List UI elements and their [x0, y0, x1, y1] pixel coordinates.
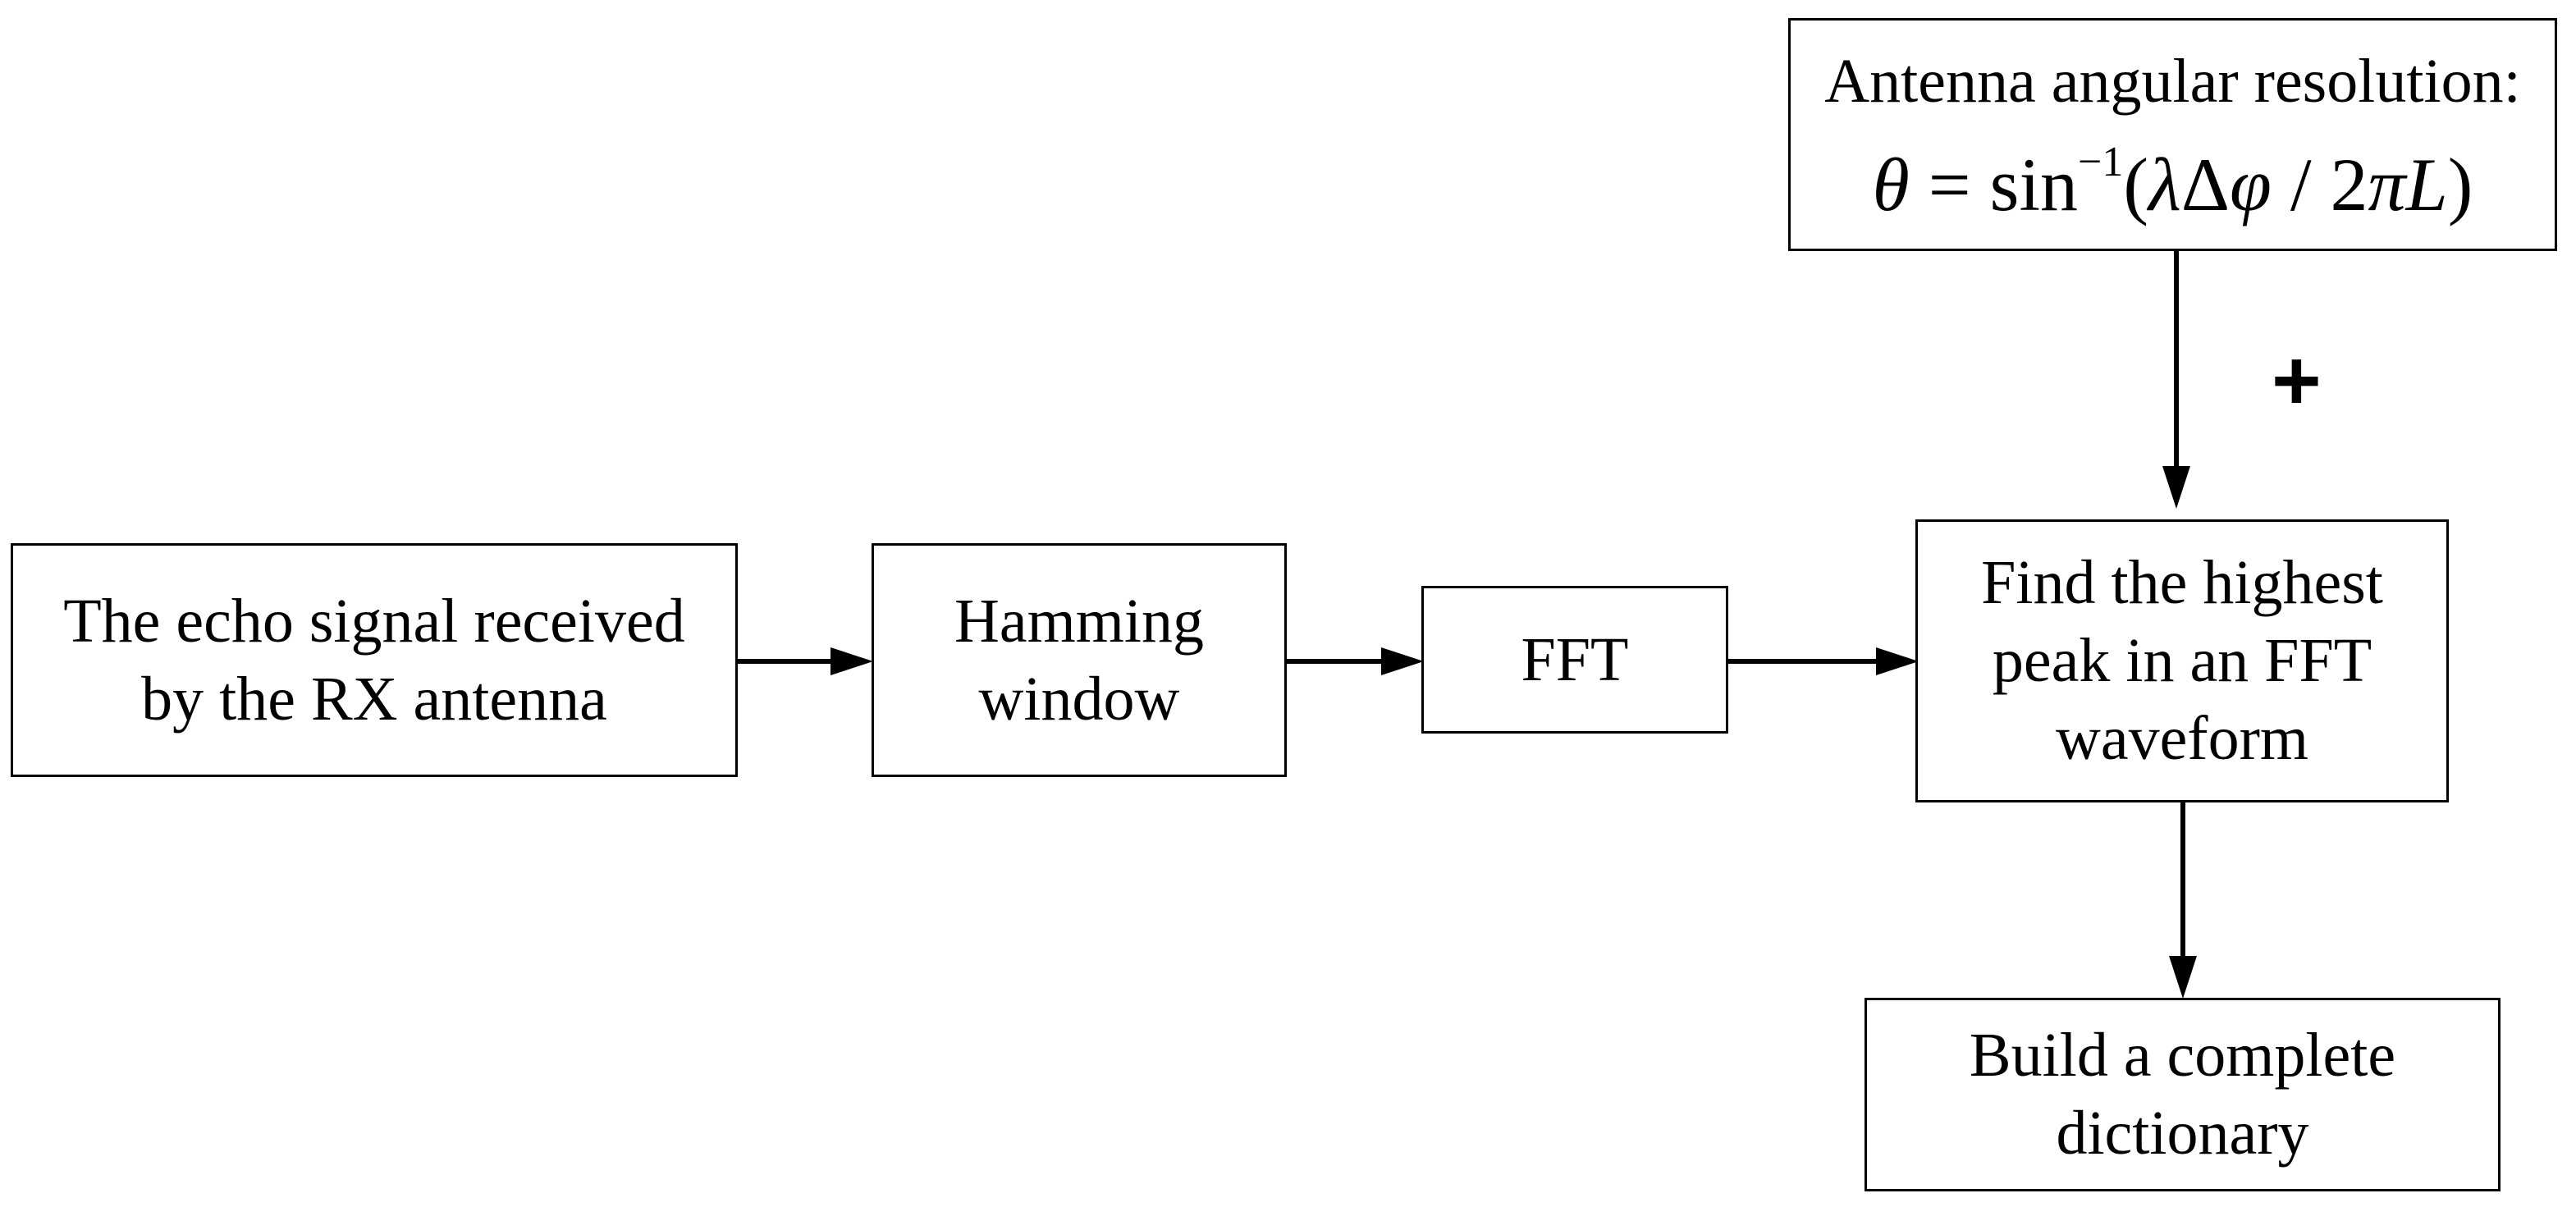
find-peak-line-1: Find the highest: [1981, 548, 2383, 617]
arrow-peak-to-dictionary: [2169, 802, 2197, 999]
angular-resolution-title: Antenna angular resolution:: [1824, 46, 2521, 116]
echo-signal-box: The echo signal received by the RX anten…: [11, 543, 738, 777]
formula-lambda: λ: [2148, 142, 2181, 226]
formula-equals-sin: = sin: [1909, 142, 2079, 226]
hamming-window-line-2: window: [978, 664, 1180, 734]
find-peak-line-3: waveform: [2055, 704, 2309, 773]
angular-resolution-box: Antenna angular resolution: θ = sin−1(λΔ…: [1788, 18, 2557, 251]
echo-signal-line-2: by the RX antenna: [141, 664, 607, 734]
build-dictionary-line-1: Build a complete: [1969, 1021, 2396, 1090]
formula-phi: φ: [2230, 142, 2272, 226]
arrow-resolution-to-peak: [2162, 249, 2190, 509]
plus-sign: +: [2272, 333, 2322, 428]
fft-label: FFT: [1521, 624, 1629, 694]
build-dictionary-box: Build a complete dictionary: [1865, 998, 2501, 1191]
find-peak-box: Find the highest peak in an FFT waveform: [1915, 519, 2449, 802]
angular-resolution-formula: θ = sin−1(λΔφ / 2πL): [1873, 139, 2473, 226]
arrow-echo-to-hamming: [737, 647, 873, 675]
hamming-window-box: Hamming window: [872, 543, 1287, 777]
arrow-fft-to-peak: [1727, 647, 1919, 675]
build-dictionary-line-2: dictionary: [2056, 1099, 2309, 1168]
hamming-window-line-1: Hamming: [954, 586, 1204, 656]
formula-open-paren: (: [2123, 142, 2148, 226]
formula-pi: π: [2368, 142, 2406, 226]
formula-exponent: −1: [2078, 138, 2124, 185]
formula-slash-two: / 2: [2271, 142, 2368, 226]
formula-delta: Δ: [2180, 142, 2231, 226]
formula-theta: θ: [1872, 142, 1910, 226]
arrow-hamming-to-fft: [1286, 647, 1424, 675]
find-peak-line-2: peak in an FFT: [1992, 626, 2372, 695]
formula-close-paren: ): [2447, 142, 2473, 226]
fft-box: FFT: [1421, 586, 1728, 734]
echo-signal-line-1: The echo signal received: [63, 586, 685, 656]
formula-L: L: [2405, 142, 2448, 226]
